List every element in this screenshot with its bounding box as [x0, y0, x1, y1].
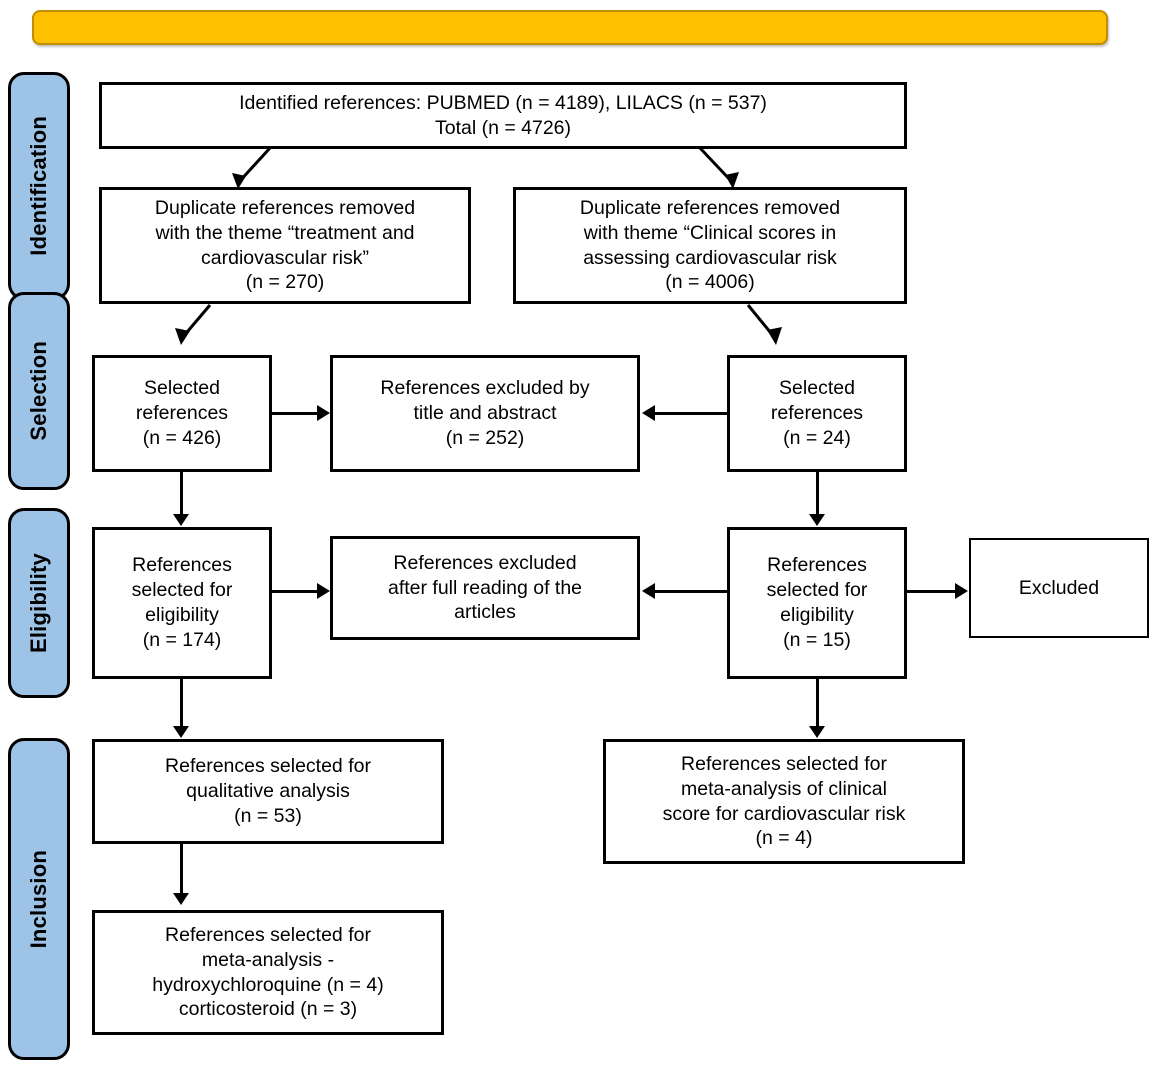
connector-eligibility-left-to-qualitative-line — [180, 679, 183, 729]
box-eligibility-left-text: References selected for eligibility (n =… — [131, 554, 233, 651]
connector-selected-right-to-eligibility-arrow — [809, 514, 825, 526]
box-eligibility-right-text: References selected for eligibility (n =… — [766, 554, 868, 651]
box-duplicates-removed-clinical-scores-text: Duplicate references removed with theme … — [579, 196, 841, 294]
box-meta-analysis-clinical-score-text: References selected for meta-analysis of… — [662, 752, 906, 850]
box-selected-references-right-text: Selected references (n = 24) — [770, 377, 864, 449]
box-qualitative-analysis: References selected for qualitative anal… — [92, 739, 444, 844]
connector-qualitative-to-meta-drugs-arrow — [173, 893, 189, 905]
box-eligibility-right: References selected for eligibility (n =… — [727, 527, 907, 679]
box-identified-references: Identified references: PUBMED (n = 4189)… — [99, 82, 907, 149]
stage-label-inclusion: Inclusion — [8, 738, 70, 1060]
connector-selected-left-to-excluded-line — [272, 412, 317, 415]
connector-eligibility-right-to-excluded-arrow — [642, 583, 655, 599]
stage-label-eligibility-text: Eligibility — [26, 553, 51, 653]
stage-label-selection: Selection — [8, 292, 70, 490]
box-excluded-title-abstract-text: References excluded by title and abstrac… — [380, 377, 590, 449]
connector-selected-left-to-excluded-arrow — [317, 405, 330, 421]
connector-selected-left-to-eligibility-arrow — [173, 514, 189, 526]
connector-eligibility-right-to-meta-arrow — [809, 726, 825, 738]
box-selected-references-left-text: Selected references (n = 426) — [135, 377, 229, 449]
connector-eligibility-right-to-excluded-right-arrow — [955, 583, 968, 599]
connector-qualitative-to-meta-drugs-line — [180, 844, 183, 896]
stage-label-identification: Identification — [8, 72, 70, 300]
box-duplicates-removed-clinical-scores: Duplicate references removed with theme … — [513, 187, 907, 304]
box-selected-references-left: Selected references (n = 426) — [92, 355, 272, 472]
box-duplicates-removed-treatment-text: Duplicate references removed with the th… — [154, 196, 416, 294]
stage-label-inclusion-text: Inclusion — [26, 849, 51, 949]
box-selected-references-right: Selected references (n = 24) — [727, 355, 907, 472]
connector-eligibility-right-to-excluded-right-line — [907, 590, 955, 593]
box-meta-analysis-drugs: References selected for meta-analysis - … — [92, 910, 444, 1035]
box-excluded-right-text: Excluded — [1018, 576, 1100, 599]
box-duplicates-removed-treatment: Duplicate references removed with the th… — [99, 187, 471, 304]
connector-selected-right-to-eligibility-line — [816, 472, 819, 517]
connector-selected-right-to-excluded-arrow — [642, 405, 655, 421]
box-excluded-after-full-reading-text: References excluded after full reading o… — [387, 551, 583, 624]
title-banner — [32, 10, 1108, 45]
connector-eligibility-right-to-meta-line — [816, 679, 819, 729]
box-eligibility-left: References selected for eligibility (n =… — [92, 527, 272, 679]
connector-eligibility-left-to-qualitative-arrow — [173, 726, 189, 738]
box-meta-analysis-clinical-score: References selected for meta-analysis of… — [603, 739, 965, 864]
box-excluded-after-full-reading: References excluded after full reading o… — [330, 536, 640, 640]
connector-selected-right-to-excluded-line — [655, 412, 727, 415]
connector-identified-to-dup-left — [232, 146, 739, 189]
box-meta-analysis-drugs-text: References selected for meta-analysis - … — [152, 923, 384, 1021]
connector-eligibility-left-to-excluded-arrow — [317, 583, 330, 599]
connector-selected-left-to-eligibility-line — [180, 472, 183, 517]
box-qualitative-analysis-text: References selected for qualitative anal… — [165, 755, 371, 827]
connector-dup-to-selected — [175, 304, 782, 345]
connector-eligibility-left-to-excluded-line — [272, 590, 317, 593]
connector-eligibility-right-to-excluded-line — [655, 590, 727, 593]
box-excluded-title-abstract: References excluded by title and abstrac… — [330, 355, 640, 472]
stage-label-eligibility: Eligibility — [8, 508, 70, 698]
box-identified-references-text: Identified references: PUBMED (n = 4189)… — [239, 91, 767, 139]
box-excluded-right: Excluded — [969, 538, 1149, 638]
